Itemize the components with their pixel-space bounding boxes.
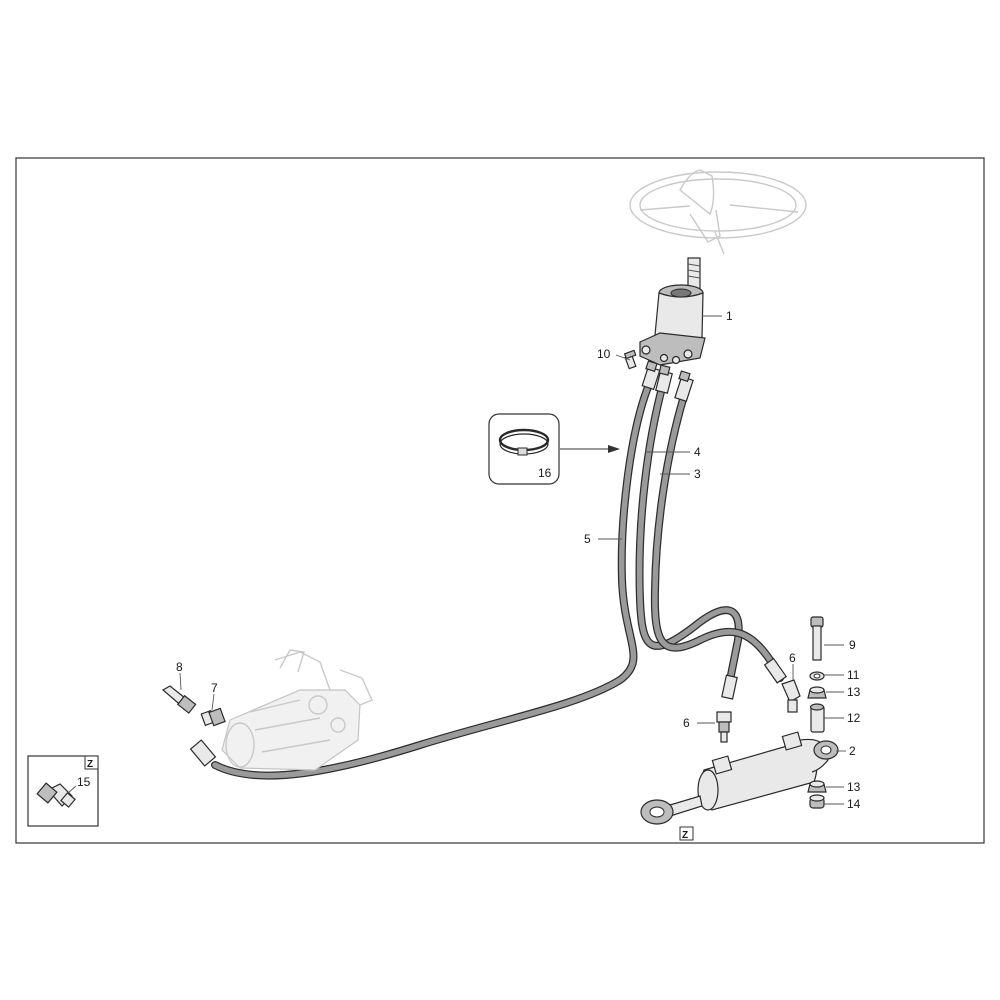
nut-13-upper — [807, 686, 827, 699]
hydraulic-pump — [221, 649, 373, 771]
fitting-7 — [200, 707, 226, 727]
hose-fittings-bottom — [721, 657, 788, 700]
callout-3: 3 — [694, 467, 701, 481]
hose-fitting-pump — [189, 739, 217, 767]
callout-5: 5 — [584, 532, 591, 546]
hose-3 — [650, 392, 784, 682]
callout-10: 10 — [597, 347, 611, 361]
callout-13-upper: 13 — [847, 685, 861, 699]
steering-wheel — [629, 169, 807, 255]
fitting-6-right — [781, 679, 801, 713]
fitting-6-left — [716, 711, 732, 743]
fitting-8 — [161, 685, 197, 714]
callout-6-right: 6 — [789, 651, 796, 665]
nut-13-lower — [807, 780, 827, 793]
washer-11 — [809, 671, 825, 681]
detail-box-hose-clamp — [488, 413, 560, 485]
pin — [810, 616, 824, 661]
callout-11: 11 — [847, 668, 860, 682]
leader-lines — [67, 315, 846, 805]
hose-5 — [211, 378, 654, 780]
steering-unit — [639, 284, 706, 366]
bushing — [809, 703, 825, 733]
callout-9: 9 — [849, 638, 856, 652]
callout-15: 15 — [77, 775, 91, 789]
callout-16: 16 — [538, 466, 552, 480]
callout-4: 4 — [694, 445, 701, 459]
callout-labels: 1 2 3 4 5 6 6 7 8 9 10 11 12 13 13 14 15… — [77, 309, 861, 841]
detail-marker-label-box: Z — [87, 759, 93, 770]
callout-14: 14 — [847, 797, 861, 811]
callout-7: 7 — [211, 681, 218, 695]
detail-marker-box — [679, 826, 694, 841]
drawing-frame — [15, 157, 985, 844]
bolt — [623, 349, 637, 370]
clamp-arrow — [560, 445, 620, 453]
detail-marker-label-cylinder: Z — [682, 830, 688, 841]
steering-column-shaft — [687, 257, 701, 291]
hydraulic-cylinder — [640, 731, 839, 825]
callout-12: 12 — [847, 711, 861, 725]
callout-1: 1 — [726, 309, 733, 323]
callout-8: 8 — [176, 660, 183, 674]
hose-4 — [635, 380, 743, 684]
hose-fittings-top — [641, 360, 694, 403]
cap-nut — [809, 794, 825, 809]
callout-13-lower: 13 — [847, 780, 861, 794]
callout-6-left: 6 — [683, 716, 690, 730]
detail-box-adapter — [27, 755, 99, 827]
callout-2: 2 — [849, 744, 856, 758]
